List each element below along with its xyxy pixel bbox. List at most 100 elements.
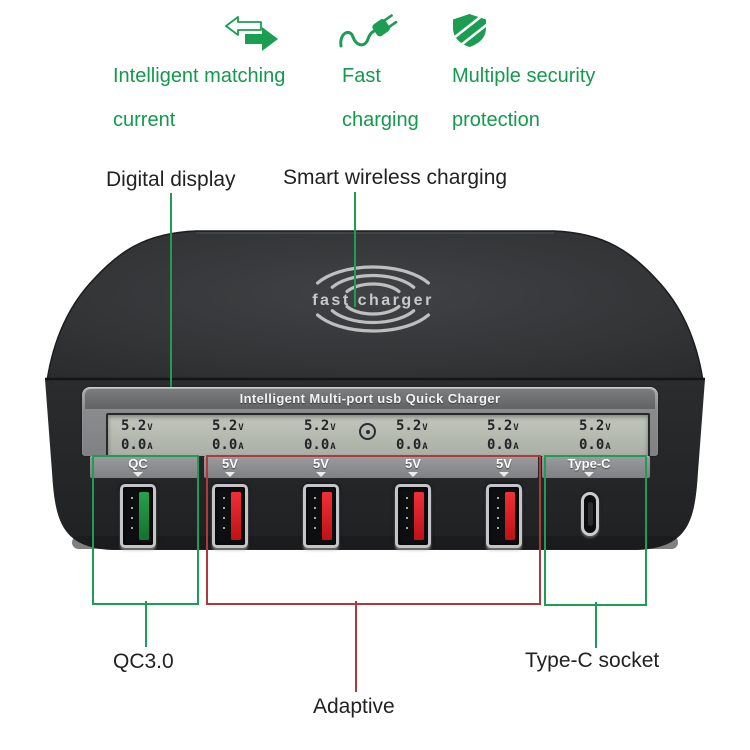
lcd-amp-unit: A: [330, 442, 336, 452]
port-label-5v: 5V: [496, 456, 512, 471]
lcd-amps-row: 0.0A: [304, 437, 350, 456]
lcd-amp-unit: A: [147, 442, 153, 452]
usb-port-5v: [395, 484, 431, 548]
digital-display-pointer-line: [170, 193, 172, 421]
lcd-volts-row: 5.2V: [579, 418, 625, 437]
wireless-charging-logo: [315, 265, 431, 333]
callout-smart-wireless: Smart wireless charging: [283, 166, 508, 189]
lcd-volts: 5.2: [304, 418, 330, 434]
fast-charging-plug-icon: [339, 14, 398, 48]
lcd-amp-unit: A: [238, 442, 244, 452]
lcd-amp-unit: A: [422, 442, 428, 452]
usb-port-qc: [120, 484, 156, 548]
panel-title: Intelligent Multi-port usb Quick Charger: [85, 389, 655, 409]
feature-line: charging: [342, 109, 419, 131]
callout-typec-socket: Type-C socket: [525, 649, 660, 672]
usb-port-5v: [212, 484, 248, 548]
down-triangle-icon: [408, 472, 418, 477]
digital-display-lcd: 5.2V 0.0A 5.2V 0.0A 5.2V 0.0A 5.2V 0.0A …: [106, 413, 650, 458]
lcd-amps: 0.0: [212, 437, 238, 453]
usb-pins: [131, 497, 133, 529]
lcd-volt-unit: V: [605, 423, 611, 433]
port-band-qc: QC: [90, 456, 198, 478]
port-label-5v: 5V: [405, 456, 421, 471]
feature-line: Intelligent matching: [113, 65, 286, 87]
usb-pins: [497, 497, 499, 529]
callout-adaptive: Adaptive: [313, 695, 395, 718]
usb-tongue-red: [231, 492, 241, 540]
port-label-qc: QC: [128, 456, 148, 471]
security-shield-icon: [453, 14, 486, 47]
port-label-5v: 5V: [222, 456, 238, 471]
lcd-amps: 0.0: [121, 437, 147, 453]
logo-text: fast charger: [312, 292, 434, 309]
qc-pointer-line: [145, 601, 147, 647]
lcd-volt-unit: V: [147, 423, 153, 433]
adaptive-pointer-line: [355, 601, 357, 692]
lcd-amps-row: 0.0A: [396, 437, 442, 456]
usb-tongue-red: [322, 492, 332, 540]
feature-line: Fast: [342, 65, 381, 87]
lcd-volts: 5.2: [212, 418, 238, 434]
lcd-volts-row: 5.2V: [396, 418, 442, 437]
usb-tongue-red: [414, 492, 424, 540]
usb-pins: [223, 497, 225, 529]
lcd-volt-unit: V: [238, 423, 244, 433]
lcd-amps: 0.0: [396, 437, 422, 453]
device-top-surface: [46, 230, 704, 382]
lcd-amps-row: 0.0A: [212, 437, 258, 456]
typec-pointer-line: [595, 602, 597, 648]
indicator-dot: [365, 429, 370, 434]
lcd-volts-row: 5.2V: [487, 418, 533, 437]
port-band-5v: 5V 5V 5V 5V: [204, 456, 538, 478]
lcd-readout: 5.2V 0.0A: [212, 418, 258, 456]
lcd-readout: 5.2V 0.0A: [396, 418, 442, 456]
lcd-amp-unit: A: [513, 442, 519, 452]
lcd-amps-row: 0.0A: [487, 437, 533, 456]
lcd-readout: 5.2V 0.0A: [487, 418, 533, 456]
type-c-port: [581, 492, 599, 536]
callout-qc30: QC3.0: [113, 650, 174, 673]
lcd-volt-unit: V: [330, 423, 336, 433]
feature-intelligent-matching: Intelligent matching current: [113, 54, 285, 142]
lcd-readout: 5.2V 0.0A: [579, 418, 625, 456]
usb-tongue-red: [505, 492, 515, 540]
feature-fast-charging: Fast charging: [342, 54, 419, 142]
lcd-amps: 0.0: [579, 437, 605, 453]
lcd-volt-unit: V: [422, 423, 428, 433]
lcd-volts-row: 5.2V: [212, 418, 258, 437]
down-triangle-icon: [316, 472, 326, 477]
feature-line: protection: [452, 109, 540, 131]
lcd-amps-row: 0.0A: [121, 437, 167, 456]
adaptive-annotation-box: [206, 455, 541, 605]
lcd-volts: 5.2: [121, 418, 147, 434]
port-label-typec: Type-C: [567, 456, 611, 471]
lcd-volts: 5.2: [579, 418, 605, 434]
port-label-5v: 5V: [313, 456, 329, 471]
lcd-volts-row: 5.2V: [121, 418, 167, 437]
down-triangle-icon: [584, 472, 594, 477]
down-triangle-icon: [499, 472, 509, 477]
down-triangle-icon: [225, 472, 235, 477]
front-panel: Intelligent Multi-port usb Quick Charger…: [82, 387, 658, 458]
lcd-readout: 5.2V 0.0A: [121, 418, 167, 456]
lcd-volts: 5.2: [396, 418, 422, 434]
lcd-wireless-indicator-icon: [359, 423, 376, 440]
lcd-amp-unit: A: [605, 442, 611, 452]
feature-line: Multiple security: [452, 65, 596, 87]
usb-port-5v: [303, 484, 339, 548]
usb-port-5v: [486, 484, 522, 548]
usb-pins: [406, 497, 408, 529]
lcd-amps: 0.0: [304, 437, 330, 453]
usb-pins: [314, 497, 316, 529]
smart-wireless-pointer-line: [354, 192, 356, 307]
callout-digital-display: Digital display: [106, 168, 236, 191]
down-triangle-icon: [133, 472, 143, 477]
lcd-volts: 5.2: [487, 418, 513, 434]
type-c-slot: [587, 502, 593, 526]
qc-annotation-box: [92, 455, 199, 605]
lcd-volts-row: 5.2V: [304, 418, 350, 437]
usb-tongue-green: [139, 492, 149, 540]
typec-annotation-box: [544, 455, 647, 606]
